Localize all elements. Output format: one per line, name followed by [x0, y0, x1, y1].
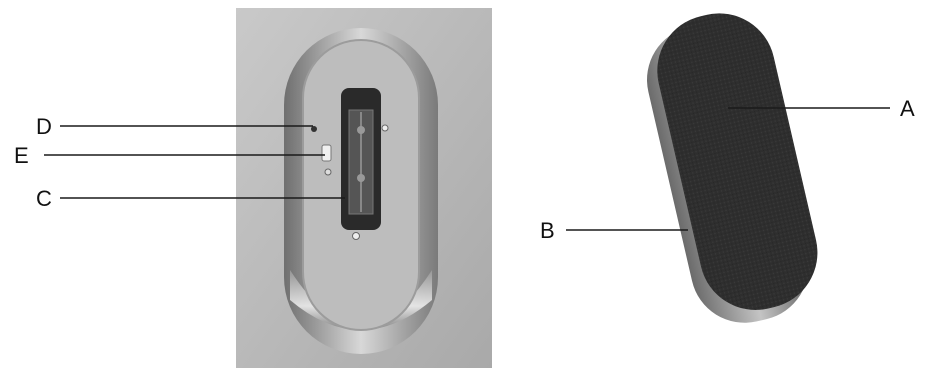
callout-label-d: D	[36, 114, 52, 139]
screw-top	[382, 125, 388, 131]
screw-d	[311, 126, 317, 132]
clip-e	[322, 145, 331, 161]
screw-e-lower	[325, 169, 331, 175]
callout-label-b: B	[540, 218, 555, 243]
bracket-hole-top	[357, 126, 365, 134]
bracket-hole-bottom	[357, 174, 365, 182]
right-photo	[634, 2, 830, 333]
left-photo	[236, 8, 492, 368]
screw-bottom	[353, 233, 360, 240]
callout-label-c: C	[36, 186, 52, 211]
callout-label-a: A	[900, 96, 915, 121]
callout-label-e: E	[14, 143, 29, 168]
